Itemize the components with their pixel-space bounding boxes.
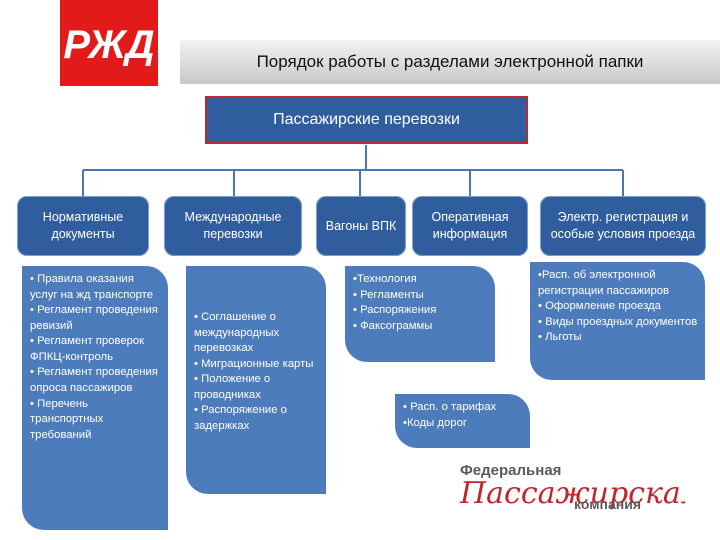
category-items-international: • Соглашение о международных перевозках …	[186, 266, 326, 494]
category-header-label: Нормативные документы	[42, 210, 124, 241]
category-items-eregistration: •Расп. об электронной регистрации пассаж…	[530, 262, 705, 380]
category-header-label: Международные перевозки	[184, 210, 282, 241]
svg-text:РЖД: РЖД	[63, 23, 154, 67]
category-header-wagons: Вагоны ВПК	[316, 196, 406, 256]
category-header-label: Электр. регистрация и особые условия про…	[550, 210, 696, 241]
brand-script-text: Пассажирская	[459, 476, 685, 511]
category-items-operative: • Расп. о тарифах •Коды дорог	[395, 394, 530, 448]
brand-text-line2: компания	[574, 496, 642, 512]
rzd-logo-icon: РЖД	[60, 0, 158, 86]
category-header-label: Оперативная информация	[431, 210, 509, 241]
brand-script-logo: Пассажирская	[459, 476, 685, 511]
page-title: Порядок работы с разделами электронной п…	[256, 52, 644, 71]
category-header-operative: Оперативная информация	[412, 196, 528, 256]
category-header-international: Международные перевозки	[164, 196, 302, 256]
root-node: Пассажирские перевозки	[205, 96, 528, 144]
category-header-eregistration: Электр. регистрация и особые условия про…	[540, 196, 706, 256]
brand-text-line1: Федеральная	[460, 462, 562, 479]
category-items-wagons: •Технология • Регламенты • Распоряжения …	[345, 266, 495, 362]
category-header-normative: Нормативные документы	[17, 196, 149, 256]
header-bar	[180, 40, 720, 84]
category-header-label: Вагоны ВПК	[325, 218, 397, 233]
category-items-normative: • Правила оказания услуг на жд транспорт…	[22, 266, 168, 530]
